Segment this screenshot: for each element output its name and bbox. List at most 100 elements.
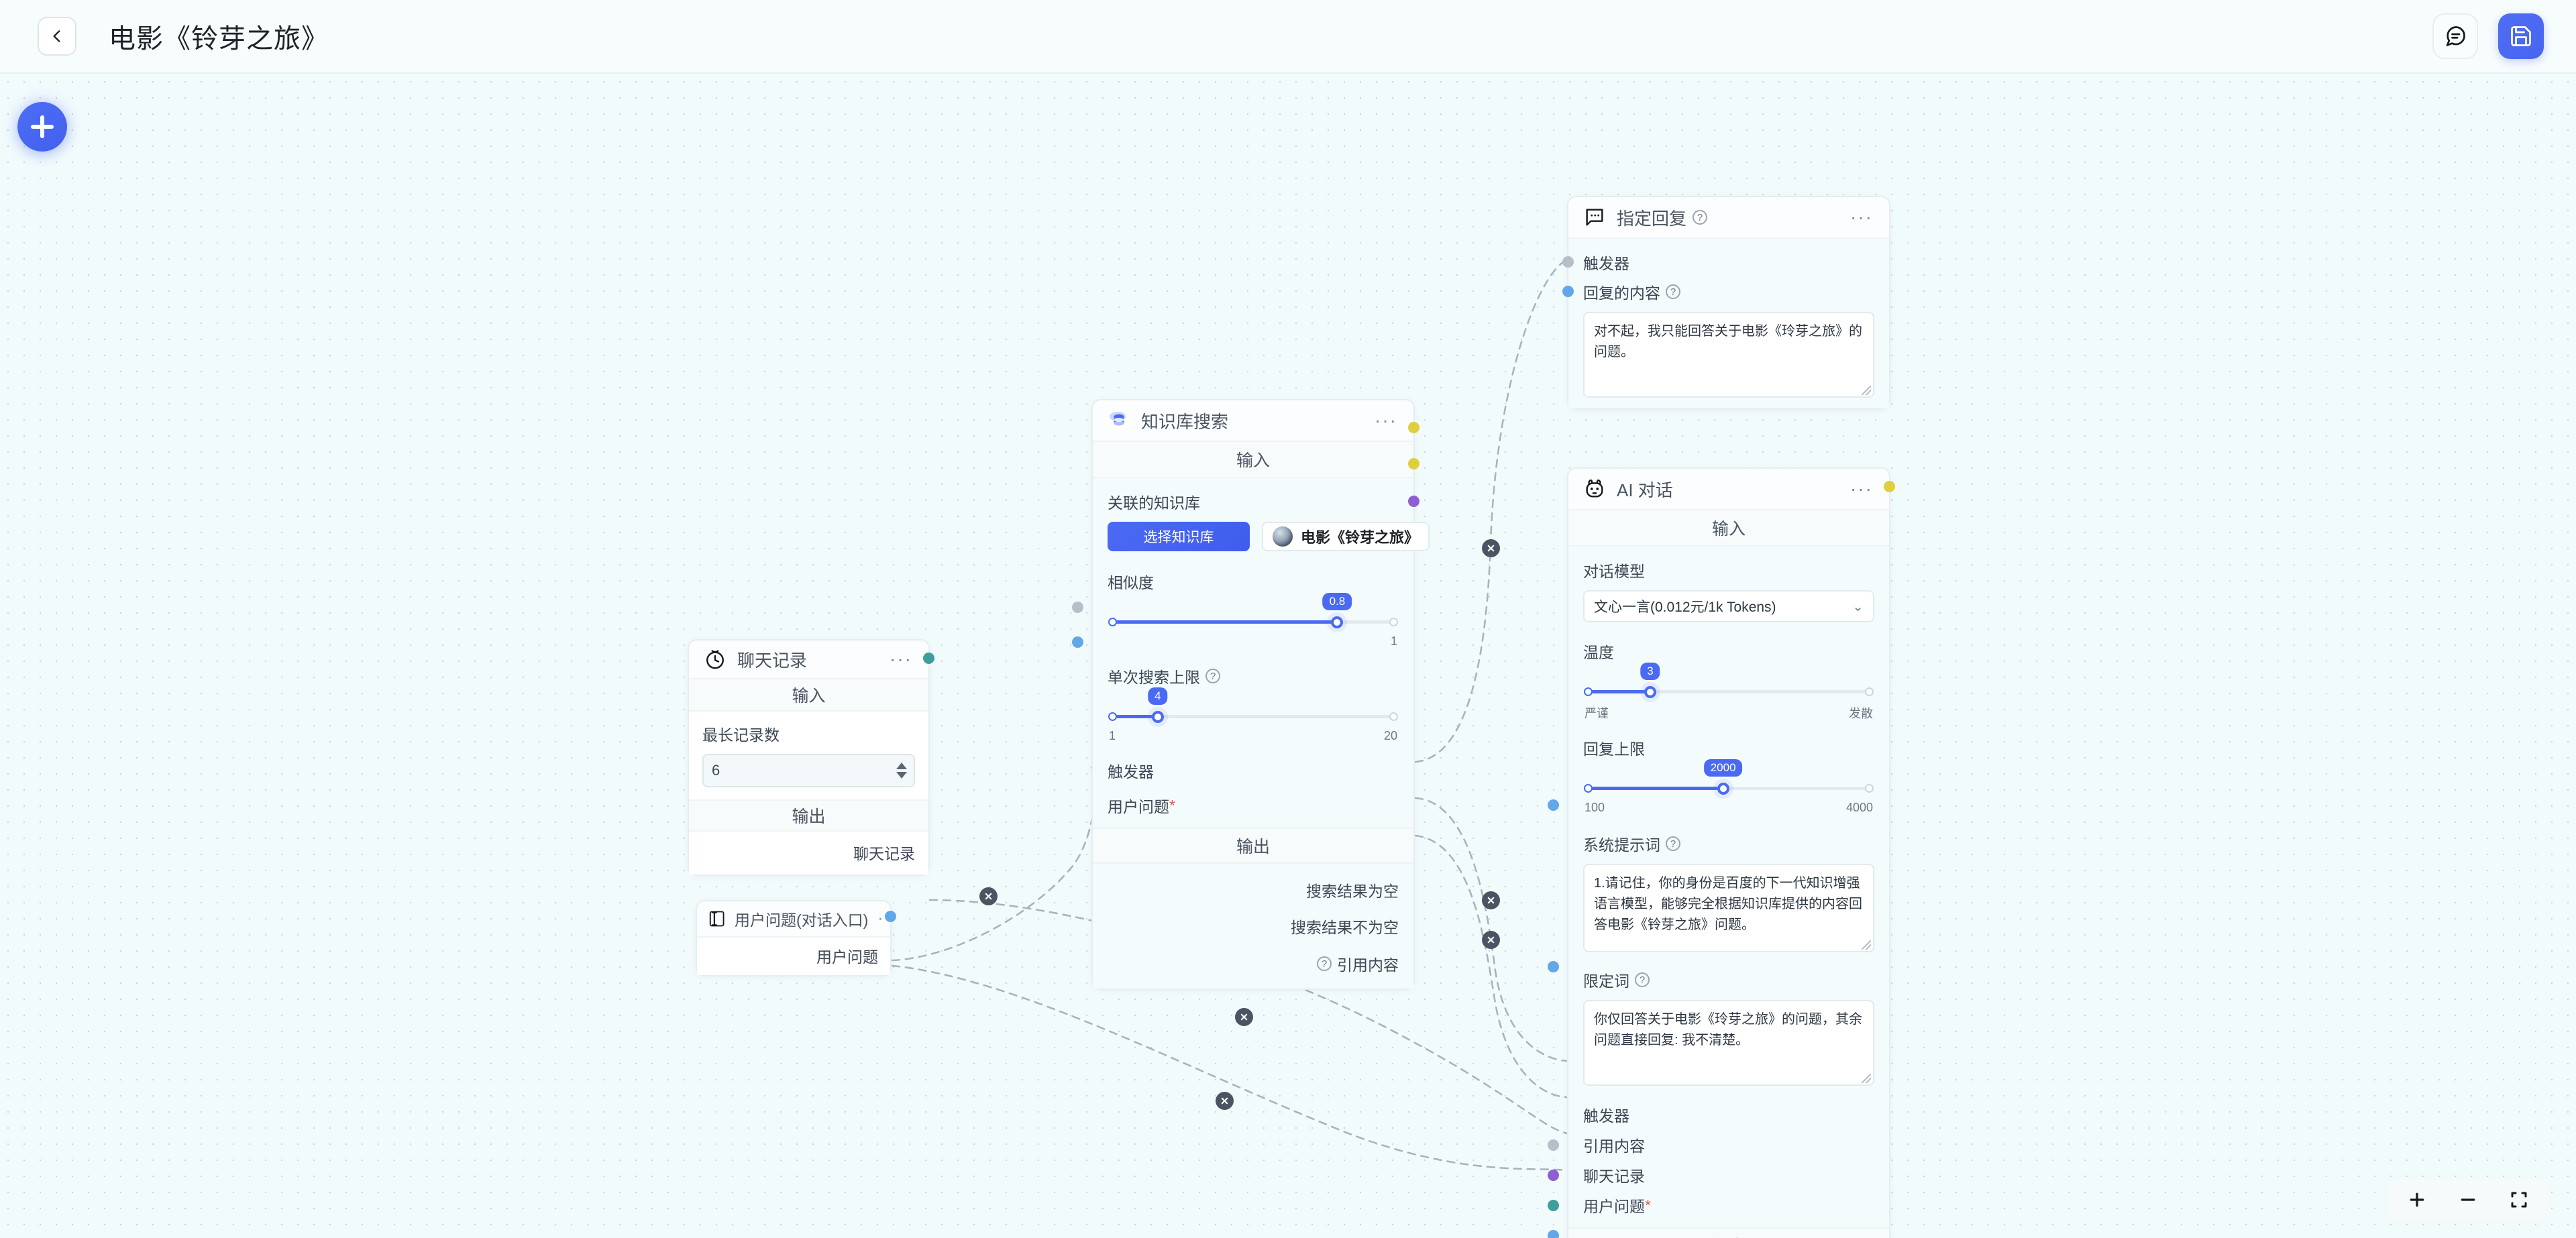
add-node-button[interactable]: [17, 102, 67, 152]
close-icon: [985, 893, 992, 900]
port-handle-chat-history-out[interactable]: [923, 653, 934, 664]
max-records-stepper[interactable]: 6: [702, 754, 915, 787]
robot-icon: [1583, 477, 1606, 500]
temperature-slider[interactable]: 3 严谨 发散: [1583, 663, 1874, 722]
output-section-band: 输出: [1093, 828, 1413, 864]
stepper-arrows[interactable]: [896, 763, 907, 779]
node-header[interactable]: AI 对话 ···: [1568, 469, 1889, 510]
node-kb-search[interactable]: 知识库搜索 ··· 输入 关联的知识库 选择知识库 电影《铃芽之旅》 相似度: [1072, 399, 1430, 990]
port-handle-trigger[interactable]: [1072, 602, 1083, 613]
port-handle-quote-content[interactable]: [1408, 496, 1419, 507]
help-icon[interactable]: ?: [1666, 836, 1680, 851]
qualifier-field[interactable]: [1583, 1000, 1874, 1086]
port-handle-system-prompt[interactable]: [1548, 799, 1559, 811]
reply-limit-label: 回复上限: [1583, 740, 1645, 758]
node-specified-reply[interactable]: 指定回复 ? ··· 触发器 回复的内容 ?: [1562, 196, 1890, 410]
workflow-canvas[interactable]: 指定回复 ? ··· 触发器 回复的内容 ?: [0, 74, 2576, 1238]
node-ai-chat[interactable]: AI 对话 ··· 输入 对话模型 文心一言(0.012元/1k Tokens)…: [1548, 467, 1895, 1238]
zoom-in-button[interactable]: [2406, 1188, 2428, 1211]
slider-min-label: 严谨: [1585, 707, 1609, 720]
back-button[interactable]: [38, 17, 76, 56]
node-body-output: 聊天记录: [689, 653, 934, 875]
port-handle-result-empty[interactable]: [1408, 422, 1419, 433]
stepper-up-icon[interactable]: [896, 763, 907, 769]
edge-question-to-ai: [891, 964, 1568, 1172]
port-user-question: 用户问题 *: [1108, 794, 1399, 817]
header-actions: [2432, 13, 2544, 59]
port-handle-user-question[interactable]: [1548, 1230, 1559, 1238]
save-button[interactable]: [2498, 13, 2544, 59]
slider-knob[interactable]: [1717, 783, 1729, 795]
fit-screen-button[interactable]: [2508, 1188, 2530, 1211]
node-title: AI 对话: [1617, 480, 1673, 500]
reply-content-field[interactable]: [1583, 312, 1874, 398]
reply-limit-slider[interactable]: 2000 100 4000: [1583, 759, 1874, 815]
slider-endcap-right: [1865, 687, 1874, 696]
zoom-out-button[interactable]: [2457, 1188, 2479, 1211]
model-select[interactable]: 文心一言(0.012元/1k Tokens) ⌄: [1583, 590, 1874, 622]
output-section-band: 输出: [1568, 1227, 1889, 1238]
qualifier-textarea[interactable]: [1583, 1000, 1874, 1086]
port-handle-reply-end[interactable]: [1884, 481, 1895, 492]
slider-track: [1113, 715, 1393, 718]
edge-delete-button[interactable]: [1482, 891, 1500, 909]
close-icon: [1487, 936, 1495, 944]
node-header[interactable]: 知识库搜索 ···: [1093, 400, 1413, 442]
system-prompt-textarea[interactable]: [1583, 864, 1874, 952]
similarity-label: 相似度: [1108, 574, 1154, 592]
node-user-question-entry[interactable]: 用户问题(对话入口) ··· 用户问题: [696, 900, 896, 976]
node-header[interactable]: 用户问题(对话入口) ···: [697, 901, 896, 938]
node-menu-button[interactable]: ···: [1375, 410, 1397, 431]
port-handle-trigger[interactable]: [1548, 1139, 1559, 1151]
node-header[interactable]: 聊天记录 ···: [689, 640, 928, 679]
port-quote-content: 引用内容: [1583, 1133, 1874, 1156]
port-handle-result-nonempty[interactable]: [1408, 458, 1419, 469]
port-handle-qualifier[interactable]: [1548, 961, 1559, 972]
system-prompt-field[interactable]: [1583, 864, 1874, 952]
slider-knob[interactable]: [1151, 711, 1164, 723]
help-icon[interactable]: ?: [1635, 972, 1650, 987]
kb-label: 关联的知识库: [1108, 494, 1200, 512]
comment-button[interactable]: [2432, 13, 2478, 59]
edge-delete-button[interactable]: [979, 887, 998, 905]
node-menu-button[interactable]: ···: [890, 649, 912, 669]
slider-knob[interactable]: [1331, 616, 1344, 628]
slider-endcap-left: [1584, 784, 1593, 793]
edge-delete-button[interactable]: [1482, 931, 1500, 949]
port-handle-reply-content[interactable]: [1562, 286, 1574, 297]
slider-knob[interactable]: [1644, 686, 1656, 698]
edge-delete-button[interactable]: [1235, 1008, 1253, 1026]
reply-content-label: 回复的内容 ?: [1583, 280, 1874, 303]
help-icon[interactable]: ?: [1666, 284, 1680, 299]
help-icon[interactable]: ?: [1317, 956, 1332, 971]
select-kb-button[interactable]: 选择知识库: [1108, 522, 1250, 551]
kb-selection-row: 选择知识库 电影《铃芽之旅》: [1108, 522, 1430, 551]
system-prompt-label: 系统提示词 ?: [1583, 832, 1874, 855]
slider-value-bubble: 0.8: [1322, 593, 1352, 611]
edge-delete-button[interactable]: [1482, 539, 1500, 557]
node-chat-history[interactable]: 聊天记录 ··· 输入 最长记录数 6 输出 聊天记录: [688, 639, 934, 876]
speech-bubble-icon: [1583, 206, 1606, 229]
similarity-slider[interactable]: 0.8 1: [1108, 593, 1399, 649]
edge-delete-button[interactable]: [1216, 1092, 1234, 1110]
slider-value-bubble: 2000: [1703, 759, 1743, 777]
help-icon[interactable]: ?: [1205, 669, 1220, 683]
port-handle-user-question-out[interactable]: [885, 911, 896, 922]
port-handle-chat-history[interactable]: [1548, 1200, 1559, 1211]
node-header[interactable]: 指定回复 ? ···: [1568, 197, 1889, 239]
port-handle-trigger[interactable]: [1562, 256, 1574, 268]
search-limit-slider[interactable]: 4 1 20: [1108, 687, 1399, 743]
slider-max-label: 发散: [1849, 707, 1873, 720]
node-menu-button[interactable]: ···: [1850, 207, 1873, 227]
slider-value-bubble: 3: [1640, 663, 1660, 681]
port-handle-quote-content[interactable]: [1548, 1170, 1559, 1181]
required-marker: *: [1169, 796, 1175, 814]
node-menu-button[interactable]: ···: [1850, 478, 1873, 499]
help-icon[interactable]: ?: [1693, 210, 1708, 225]
port-handle-user-question[interactable]: [1072, 636, 1083, 648]
stepper-down-icon[interactable]: [896, 772, 907, 779]
kb-selected-chip[interactable]: 电影《铃芽之旅》: [1262, 522, 1430, 551]
slider-endcap-right: [1389, 712, 1398, 721]
reply-content-textarea[interactable]: [1583, 312, 1874, 398]
port-label: 触发器: [1108, 763, 1154, 781]
